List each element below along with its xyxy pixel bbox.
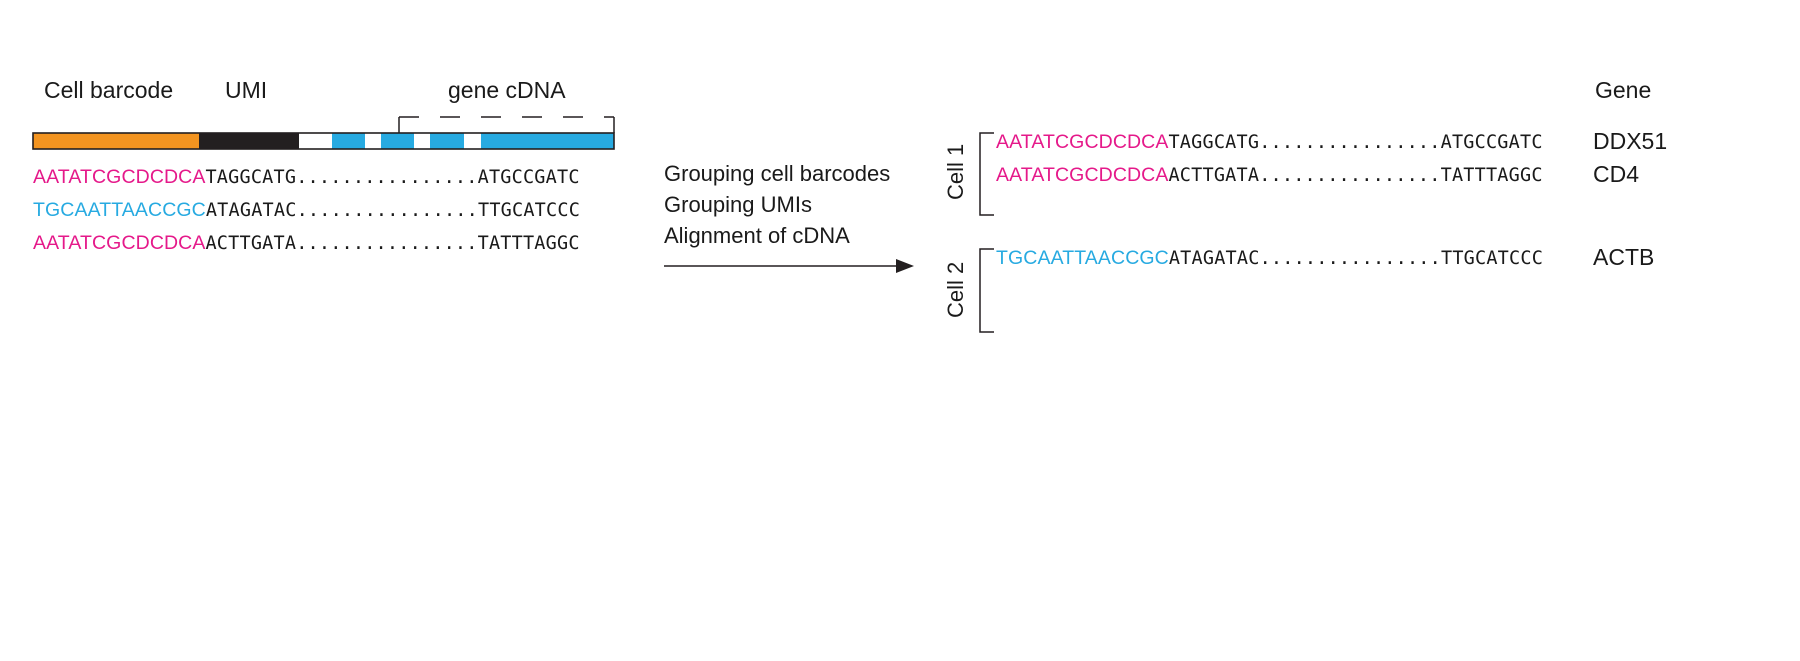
umi-label: UMI [225,77,268,103]
output-read: TGCAATTAACCGCATAGATAC................TTG… [996,247,1543,270]
read-cdna-end: TTGCATCCC [477,200,581,221]
cell-barcode-label: Cell barcode [44,77,174,103]
output-read: AATATCGCDCDCATAGGCATG................ATG… [996,131,1543,154]
read-barcode: TGCAATTAACCGC [33,199,206,221]
cdna-segment [332,133,365,149]
processing-arrow [664,259,914,273]
read-barcode: AATATCGCDCDCA [996,164,1169,186]
read-barcode: AATATCGCDCDCA [996,131,1169,153]
cdna-segment [481,133,614,149]
cell-2-bracket [979,248,994,333]
umi-segment [199,133,299,149]
cell-2-label: Cell 2 [943,261,968,318]
read-dots: ................ [1259,132,1441,153]
read-structure-bar [32,132,615,150]
read-umi: TAGGCATG [1168,132,1260,153]
gap-segment [365,133,381,149]
read-dots: ................ [296,167,478,188]
read-umi: ACTTGATA [1168,165,1260,186]
read-umi: ACTTGATA [205,233,297,254]
gene-header: Gene [1595,77,1652,103]
cdna-segment [381,133,414,149]
read-dots: ................ [1259,165,1441,186]
processing-step: Grouping cell barcodes [664,161,891,186]
gene-name: CD4 [1593,161,1640,187]
gap-segment [414,133,430,149]
read-umi: TAGGCATG [205,167,297,188]
processing-step: Grouping UMIs [664,192,812,217]
read-cdna-end: TATTTAGGC [1440,165,1543,186]
cell-1-bracket [979,132,994,216]
gap-segment [299,133,332,149]
bar-outline [32,132,615,150]
read-cdna-end: ATGCCGATC [477,167,580,188]
gene-cdna-label: gene cDNA [448,77,566,103]
cdna-segment [430,133,464,149]
read-cdna-end: TTGCATCCC [1440,248,1544,269]
read-cdna-end: TATTTAGGC [477,233,580,254]
read-dots: ................ [296,200,478,221]
cell-barcode-segment [33,133,199,149]
gene-cdna-bracket [398,116,615,133]
read-dots: ................ [296,233,478,254]
read-barcode: AATATCGCDCDCA [33,166,206,188]
processing-step: Alignment of cDNA [664,223,850,248]
read-umi: ATAGATAC [205,200,297,221]
output-read: AATATCGCDCDCAACTTGATA................TAT… [996,164,1543,187]
input-read: AATATCGCDCDCAACTTGATA................TAT… [33,232,580,255]
input-read: TGCAATTAACCGCATAGATAC................TTG… [33,199,580,222]
cell-1-label: Cell 1 [943,143,968,200]
read-barcode: TGCAATTAACCGC [996,247,1169,269]
gap-segment [464,133,481,149]
read-cdna-end: ATGCCGATC [1440,132,1543,153]
read-umi: ATAGATAC [1168,248,1260,269]
gene-name: DDX51 [1593,128,1668,154]
read-barcode: AATATCGCDCDCA [33,232,206,254]
read-dots: ................ [1259,248,1441,269]
input-read: AATATCGCDCDCATAGGCATG................ATG… [33,166,580,189]
gene-name: ACTB [1593,244,1655,270]
